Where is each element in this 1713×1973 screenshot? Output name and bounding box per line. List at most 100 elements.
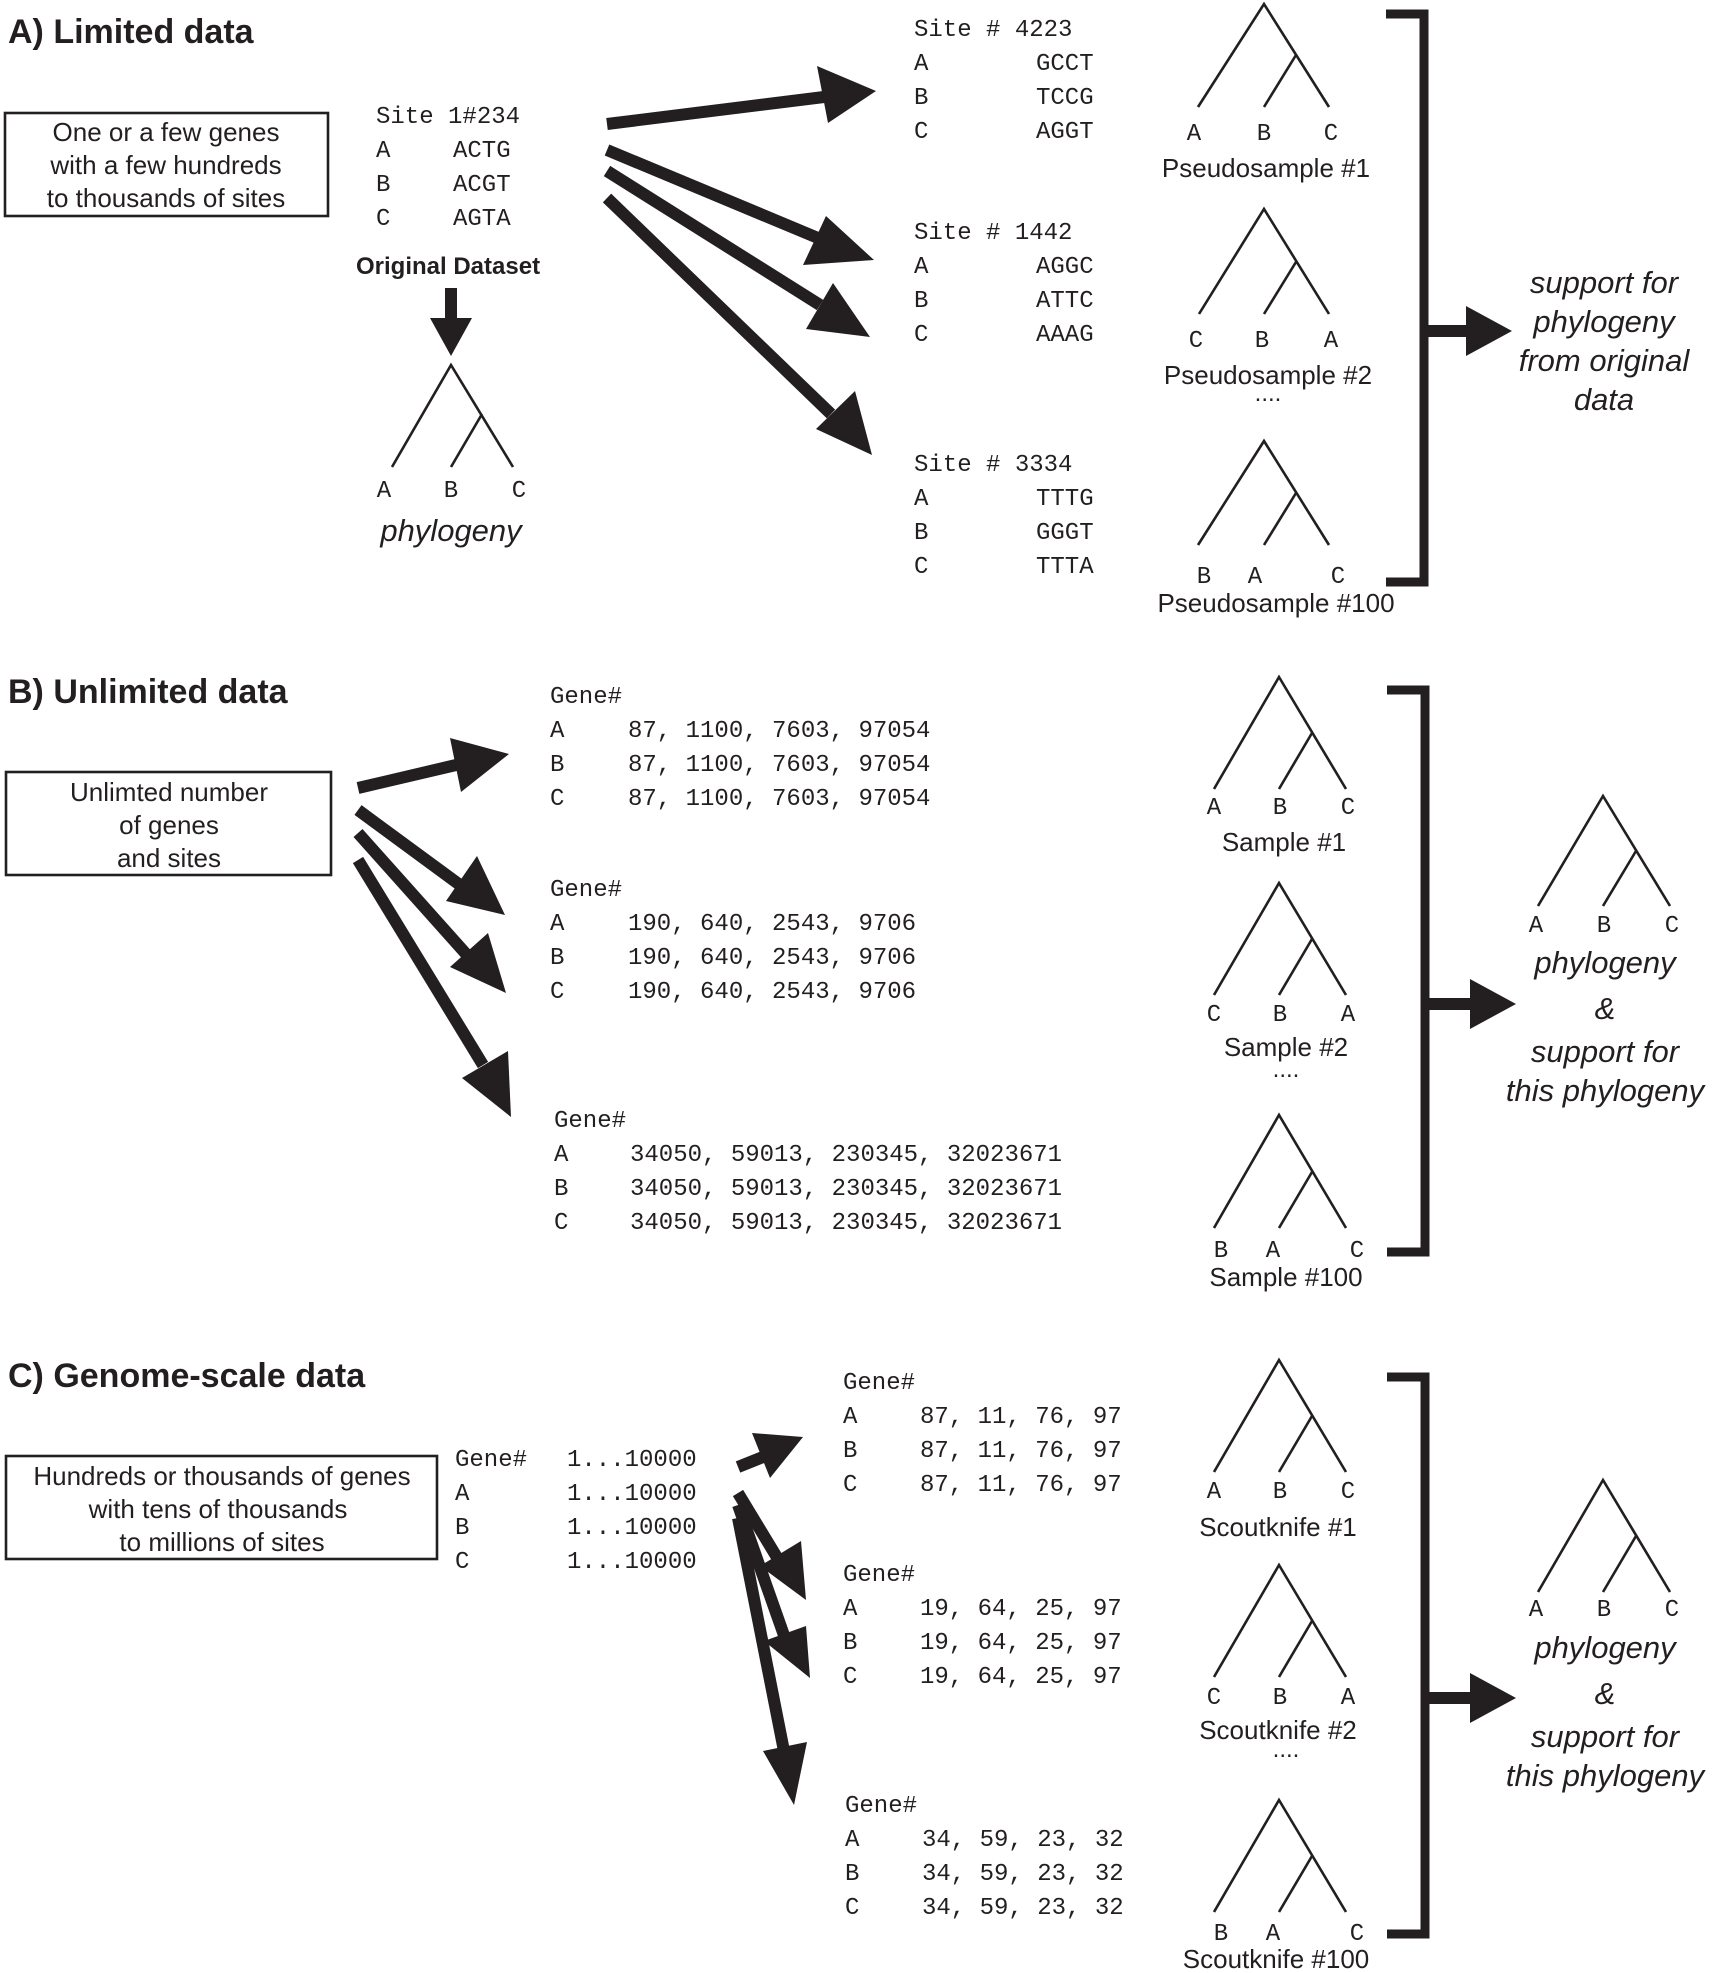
- panel-a: A) Limited data One or a few genes with …: [3, 1, 1691, 618]
- sample-caption: Sample #100: [1209, 1262, 1362, 1292]
- tree-leaf: A: [1207, 1479, 1222, 1506]
- scoutknife-caption: Scoutknife #2: [1199, 1715, 1357, 1745]
- alignment-header: Site 1#234: [376, 104, 520, 131]
- taxon-label: B: [554, 1176, 568, 1203]
- resample-arrows: [602, 66, 876, 455]
- taxon-label: A: [550, 718, 565, 745]
- alignment-header: Site # 3334: [914, 452, 1072, 479]
- taxon-label: C: [843, 1472, 857, 1499]
- gene-header: Gene#: [554, 1108, 626, 1135]
- alignment-header: Site # 4223: [914, 17, 1072, 44]
- sequence: ACTG: [453, 138, 511, 165]
- sample-caption: Sample #2: [1224, 1032, 1348, 1062]
- sequence: ATTC: [1036, 288, 1094, 315]
- tree-leaf: C: [1341, 795, 1355, 822]
- gene-header: Gene#: [455, 1447, 527, 1474]
- sequence: TTTA: [1036, 554, 1094, 581]
- taxon-label: B: [914, 520, 928, 547]
- taxon-label: C: [554, 1210, 568, 1237]
- panel-b-description-box: Unlimted number of genes and sites: [4, 770, 333, 877]
- gene-list: 190, 640, 2543, 9706: [628, 979, 916, 1006]
- box-line: of genes: [119, 810, 219, 840]
- pseudosample-caption: Pseudosample #1: [1162, 153, 1370, 183]
- taxon-label: A: [843, 1404, 858, 1431]
- tree-leaf: B: [1273, 1685, 1287, 1712]
- result-line: &: [1595, 991, 1616, 1026]
- panel-c-description-box: Hundreds or thousands of genes with tens…: [4, 1454, 439, 1561]
- sequence: AGTA: [453, 206, 511, 233]
- tree-leaf: A: [1248, 564, 1263, 591]
- panel-a-title: A) Limited data: [8, 13, 255, 51]
- tree-leaf: C: [512, 478, 526, 505]
- taxon-label: B: [914, 288, 928, 315]
- box-line: and sites: [117, 843, 221, 873]
- taxon-label: A: [914, 254, 929, 281]
- sequence: TTTG: [1036, 486, 1094, 513]
- arrow: [604, 144, 874, 265]
- tree-leaf: A: [1324, 328, 1339, 355]
- sample-caption: Sample #1: [1222, 827, 1346, 857]
- panel-a-result: support for phylogeny from original data: [1519, 265, 1691, 417]
- result-line: support for: [1530, 265, 1680, 300]
- sample-1-tree: A B C Sample #1: [1207, 674, 1355, 857]
- tree-leaf: A: [1187, 121, 1202, 148]
- panel-c: C) Genome-scale data Hundreds or thousan…: [4, 1357, 1707, 1973]
- result-line: &: [1595, 1676, 1616, 1711]
- arrow: [353, 829, 506, 993]
- gene-list: 19, 64, 25, 97: [920, 1630, 1122, 1657]
- tree-leaf: B: [1273, 1002, 1287, 1029]
- tree-leaf: B: [1597, 1597, 1611, 1624]
- arrow: [732, 1489, 806, 1600]
- gene-header: Gene#: [550, 684, 622, 711]
- resample-1: Site # 4223 A GCCT B TCCG C AGGT A B C P…: [914, 1, 1370, 183]
- gene-list: 34050, 59013, 230345, 32023671: [630, 1210, 1062, 1237]
- tree-leaf: A: [1341, 1002, 1356, 1029]
- ellipsis: ....: [1255, 380, 1282, 407]
- tree-leaf: C: [1324, 121, 1338, 148]
- box-line: to millions of sites: [119, 1527, 324, 1557]
- box-line: Unlimted number: [70, 777, 268, 807]
- box-line: with tens of thousands: [88, 1494, 348, 1524]
- taxon-label: B: [843, 1438, 857, 1465]
- tree-leaf: A: [377, 478, 392, 505]
- taxon-label: B: [845, 1861, 859, 1888]
- taxon-label: B: [914, 85, 928, 112]
- tree-leaf: C: [1189, 328, 1203, 355]
- gene-header: Gene#: [843, 1562, 915, 1589]
- sample-100-genes: Gene# A 34050, 59013, 230345, 32023671 B…: [554, 1108, 1062, 1237]
- pseudosample-caption: Pseudosample #2: [1164, 360, 1372, 390]
- result-line: data: [1574, 382, 1634, 417]
- arrow: [602, 193, 872, 455]
- ellipsis: ....: [1273, 1056, 1300, 1083]
- taxon-label: C: [843, 1664, 857, 1691]
- taxon-label: C: [914, 119, 928, 146]
- taxon-label: C: [914, 554, 928, 581]
- taxon-label: B: [455, 1515, 469, 1542]
- taxon-label: B: [550, 752, 564, 779]
- sequence: TCCG: [1036, 85, 1094, 112]
- ellipsis: ....: [1273, 1736, 1300, 1763]
- tree-leaf: A: [1266, 1921, 1281, 1948]
- scoutknife-2-genes: Gene# A 19, 64, 25, 97 B 19, 64, 25, 97 …: [843, 1562, 1122, 1691]
- sequence: AAAG: [1036, 322, 1094, 349]
- taxon-label: C: [376, 206, 390, 233]
- tree-leaf: A: [1529, 913, 1544, 940]
- panel-b: B) Unlimited data Unlimted number of gen…: [4, 673, 1707, 1292]
- gene-header: Gene#: [843, 1370, 915, 1397]
- taxon-label: A: [843, 1596, 858, 1623]
- taxon-label: A: [550, 911, 565, 938]
- gene-list: 34050, 59013, 230345, 32023671: [630, 1142, 1062, 1169]
- gene-range: 1...10000: [567, 1481, 697, 1508]
- result-line: support for: [1531, 1034, 1681, 1069]
- sample-arrows: [352, 738, 511, 1117]
- panel-c-result: A B C phylogeny & support for this phylo…: [1506, 1477, 1707, 1793]
- gene-list: 87, 1100, 7603, 97054: [628, 786, 930, 813]
- gene-range: 1...10000: [567, 1549, 697, 1576]
- panel-a-description-box: One or a few genes with a few hundreds t…: [3, 111, 330, 218]
- scoutknife-2-tree: C B A Scoutknife #2 ....: [1199, 1562, 1357, 1763]
- tree-leaf: A: [1341, 1685, 1356, 1712]
- result-line: from original: [1519, 343, 1691, 378]
- taxon-label: A: [845, 1827, 860, 1854]
- panel-b-bracket: [1387, 685, 1516, 1257]
